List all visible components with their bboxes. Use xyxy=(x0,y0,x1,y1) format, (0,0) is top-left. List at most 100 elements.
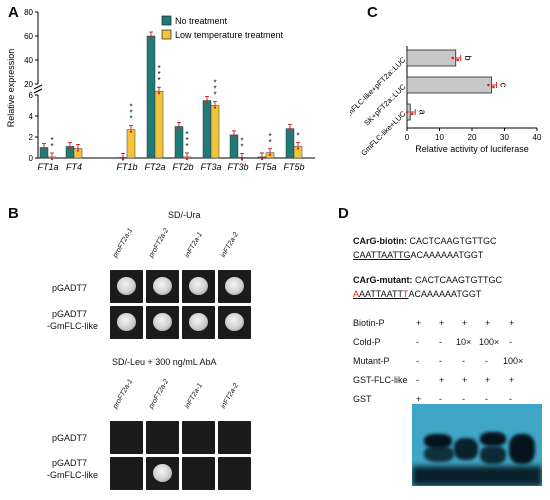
data-point xyxy=(129,130,133,133)
gel-free-probe xyxy=(412,466,542,486)
yeast-colony xyxy=(153,313,172,331)
emsa-cell: + xyxy=(416,318,422,328)
plate-top-title: SD/-Ura xyxy=(168,210,201,220)
significance-mark: * xyxy=(157,70,160,79)
emsa-row-label: Biotin-P xyxy=(353,318,385,328)
y-tick-label: 80 xyxy=(24,8,33,17)
data-point xyxy=(121,158,125,161)
gel-band xyxy=(424,434,452,448)
emsa-cell: + xyxy=(462,318,468,328)
emsa-cell: - xyxy=(439,356,442,366)
panel-c-letter: C xyxy=(367,4,378,21)
plate-spot xyxy=(110,306,143,339)
carg-biotin-seq2: ACAAAAAATGGT xyxy=(410,250,484,260)
bar-FT2a-1 xyxy=(154,90,164,159)
data-point xyxy=(68,147,72,150)
gel-band xyxy=(480,432,506,446)
significance-mark: * xyxy=(240,136,243,145)
bar-FT3a-0 xyxy=(202,100,212,159)
x-tick-label: FT5b xyxy=(283,162,304,172)
emsa-cell: + xyxy=(439,318,445,328)
significance-mark: * xyxy=(157,76,160,85)
yeast-colony xyxy=(189,277,208,295)
carg-mutant-b: AATTAATT xyxy=(359,289,404,299)
data-point xyxy=(205,101,209,104)
data-point xyxy=(177,127,181,130)
plate-spot xyxy=(110,270,143,303)
carg-biotin-motif: CAATTAATTG xyxy=(353,250,411,260)
x-tick-label: FT1a xyxy=(37,162,58,172)
gel-band xyxy=(480,446,506,464)
emsa-row-label: GST xyxy=(353,394,372,404)
yeast-colony xyxy=(117,277,136,295)
x-tick-label: FT3b xyxy=(227,162,248,172)
x-tick-label: FT3a xyxy=(200,162,221,172)
plate-top-row1 xyxy=(110,270,251,303)
data-point xyxy=(268,153,272,156)
significance-mark: * xyxy=(185,136,188,145)
significance-mark: * xyxy=(268,132,271,141)
significance-mark: * xyxy=(50,142,53,151)
plate-column-label: proFT2a-2 xyxy=(147,378,171,410)
significance-mark: * xyxy=(213,79,216,88)
plate-spot xyxy=(146,270,179,303)
plate-column-label: proFT2a-2 xyxy=(147,227,171,259)
emsa-cell: + xyxy=(485,318,491,328)
legend-label: Low temperature treatment xyxy=(175,30,284,40)
legend-swatch xyxy=(161,15,172,26)
c-data-point xyxy=(487,83,490,87)
plate-spot xyxy=(218,457,251,490)
emsa-cell: - xyxy=(485,356,488,366)
data-point xyxy=(213,106,217,109)
emsa-cell: - xyxy=(509,394,512,404)
significance-mark: * xyxy=(185,142,188,151)
significance-mark: * xyxy=(50,136,53,145)
significance-mark: * xyxy=(213,85,216,94)
emsa-cell: - xyxy=(416,337,419,347)
c-x-tick-label: 0 xyxy=(405,133,410,142)
yeast-colony xyxy=(189,313,208,331)
y-tick-label: 0 xyxy=(29,154,34,163)
bar-FT2a-0 xyxy=(146,35,156,159)
data-point xyxy=(50,157,54,161)
bar-FT1b-0 xyxy=(118,157,128,159)
yeast-colony xyxy=(153,277,172,295)
plate-top-row2 xyxy=(110,306,251,339)
emsa-cell: - xyxy=(462,356,465,366)
plate-spot xyxy=(218,270,251,303)
emsa-cell: - xyxy=(416,375,419,385)
data-point xyxy=(232,135,236,139)
yeast-colony xyxy=(153,464,172,482)
significance-mark: * xyxy=(185,130,188,139)
y-axis-label: Relative expression xyxy=(6,49,16,128)
carg-mutant-a: A xyxy=(353,289,360,299)
y-tick-label: 4 xyxy=(29,112,34,121)
yeast-colony xyxy=(117,313,136,331)
axis-break xyxy=(33,84,43,90)
emsa-cell: - xyxy=(462,394,465,404)
x-tick-label: FT2a xyxy=(144,162,165,172)
carg-biotin-line1: CArG-biotin: CACTCAAGTGTTGC xyxy=(353,236,497,246)
carg-mutant-line2: AAATTAATTTACAAAAAATGGT xyxy=(353,289,481,299)
c-data-point xyxy=(451,56,455,60)
data-point xyxy=(157,92,161,95)
c-bar-0 xyxy=(406,49,457,67)
panel-d-letter: D xyxy=(338,205,349,222)
carg-biotin-seq1: CACTCAAGTGTTGC xyxy=(407,236,497,246)
emsa-cell: + xyxy=(416,394,422,404)
data-point xyxy=(185,157,189,161)
c-bar-1 xyxy=(406,76,492,94)
c-sig-letter: b xyxy=(463,55,473,60)
panel-a-letter: A xyxy=(8,4,19,21)
plate-spot xyxy=(182,457,215,490)
plate-bottom-row2-label1: pGADT7 xyxy=(52,458,88,468)
c-data-point xyxy=(410,112,414,116)
carg-mutant-seq1: CACTCAAGTGTTGC xyxy=(412,275,502,285)
panel-b-letter: B xyxy=(8,205,19,222)
plate-spot xyxy=(146,457,179,490)
y-tick-label: 2 xyxy=(29,133,34,142)
emsa-row-label: Mutant-P xyxy=(353,356,390,366)
c-x-tick-label: 30 xyxy=(500,133,509,142)
x-tick-label: FT4 xyxy=(66,162,82,172)
emsa-cell: - xyxy=(509,337,512,347)
